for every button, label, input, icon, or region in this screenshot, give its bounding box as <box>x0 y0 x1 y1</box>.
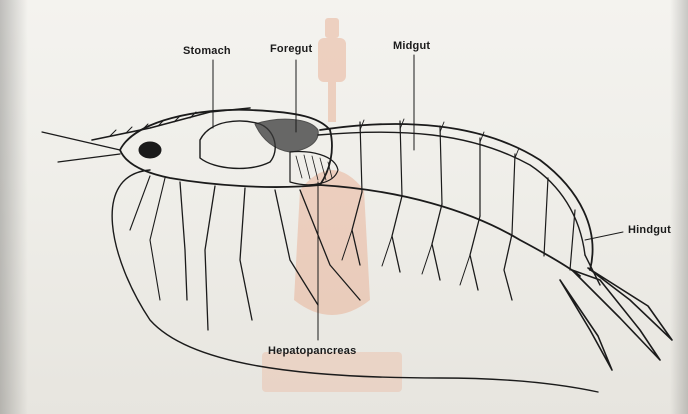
antenna-upper <box>42 132 120 150</box>
antenna-mid <box>58 154 120 162</box>
page-shadow-right <box>670 0 688 414</box>
label-midgut: Midgut <box>393 40 430 52</box>
label-foregut: Foregut <box>270 43 312 55</box>
eye <box>139 142 161 158</box>
label-hepatopancreas: Hepatopancreas <box>268 345 356 357</box>
label-stomach: Stomach <box>183 45 231 57</box>
antenna-long <box>112 170 598 392</box>
label-hindgut: Hindgut <box>628 224 671 236</box>
tail-fan <box>560 268 672 370</box>
page-shadow-left <box>0 0 28 414</box>
rostrum <box>92 108 250 140</box>
foregut-shaded <box>255 119 318 152</box>
